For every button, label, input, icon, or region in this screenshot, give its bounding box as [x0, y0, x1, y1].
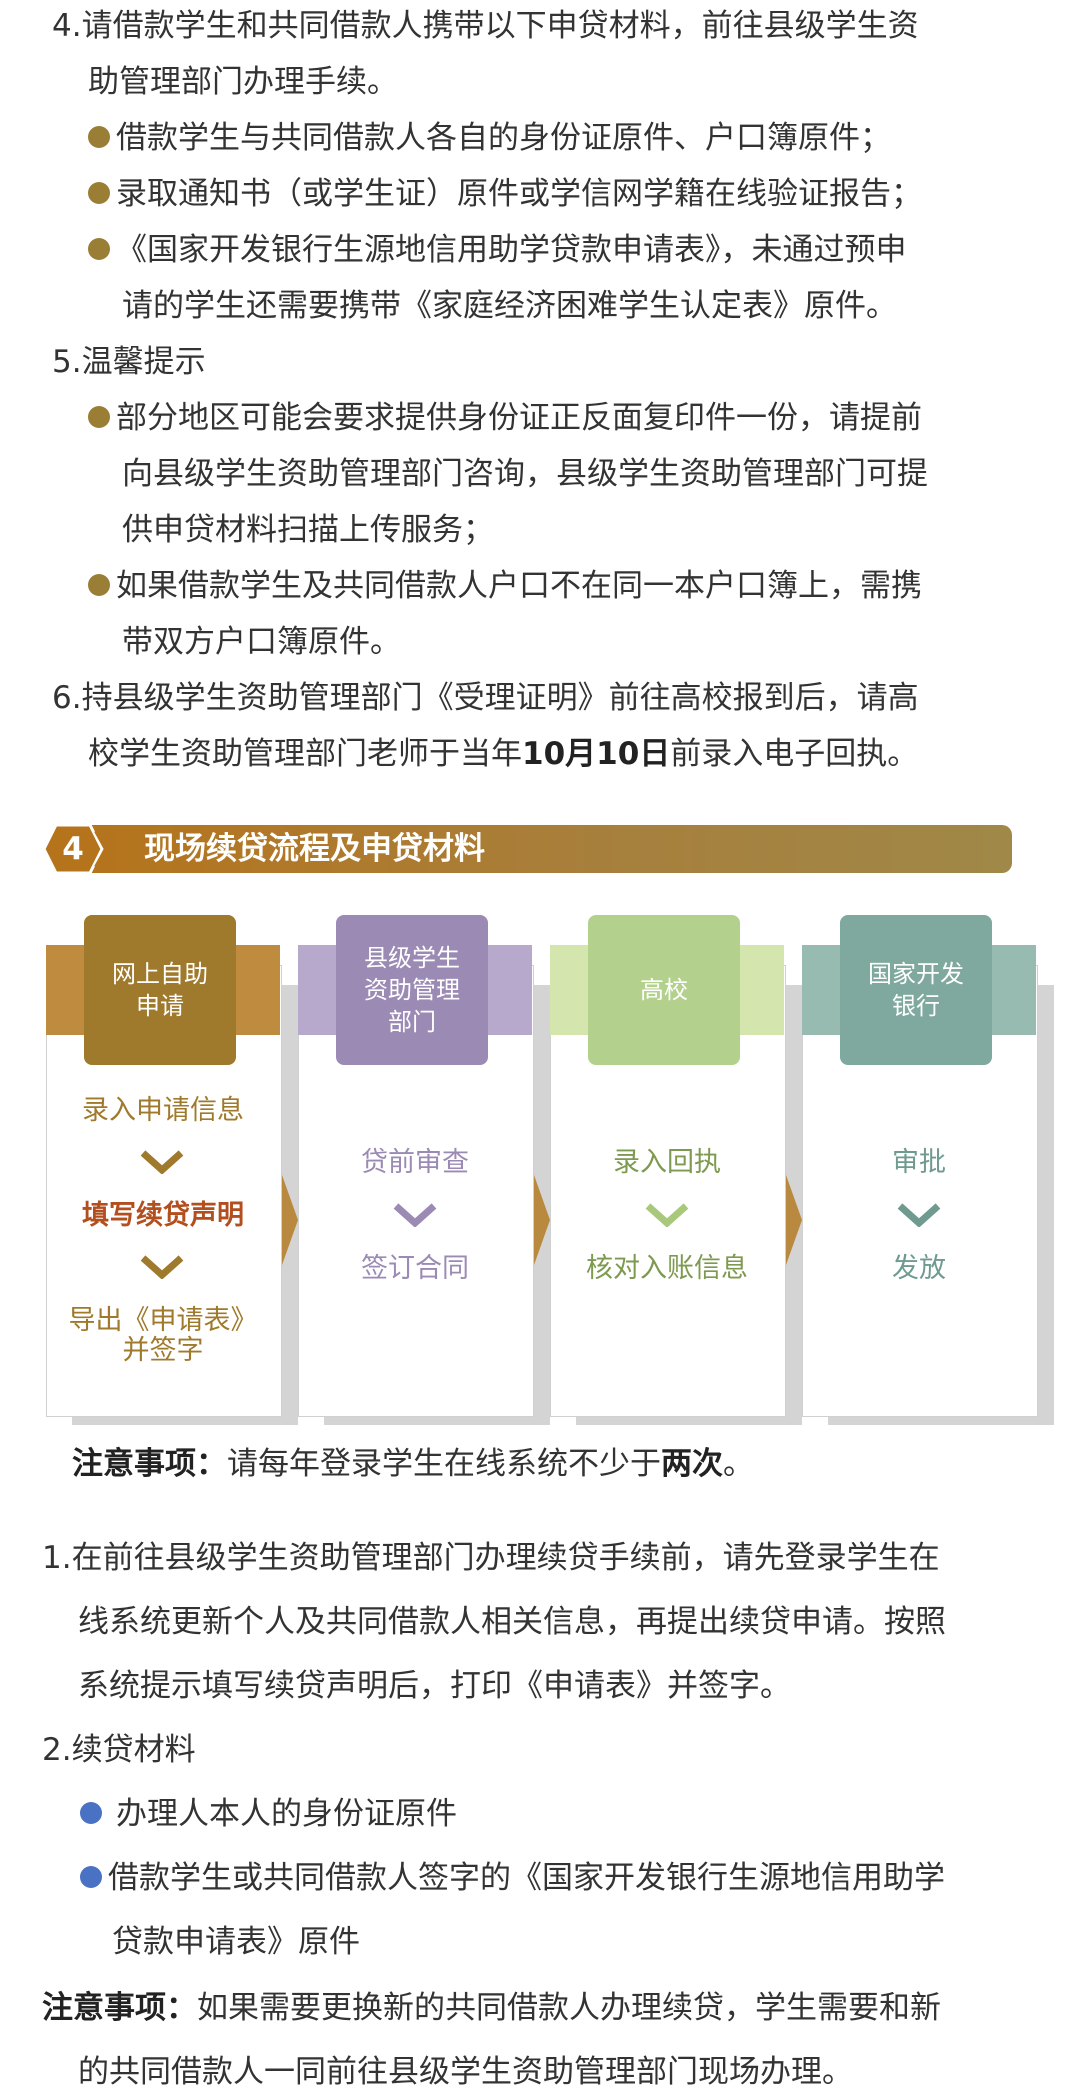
chevron-down-icon — [393, 1203, 437, 1227]
item-4-line1: 4.请借款学生和共同借款人携带以下申贷材料，前往县级学生资 — [52, 8, 919, 44]
flow-step: 录入申请信息 — [82, 1095, 244, 1126]
bullet-item: 录取通知书（或学生证）原件或学信网学籍在线验证报告； — [88, 174, 922, 214]
bullet-dot-icon — [80, 1865, 102, 1888]
chevron-down-icon — [897, 1203, 941, 1227]
note-label: 注意事项： — [42, 1990, 197, 2026]
column-header-bank: 国家开发银行 — [840, 915, 992, 1065]
bullet-item-cont: 贷款申请表》原件 — [112, 1924, 360, 1960]
item-1-line1: 1.在前往县级学生资助管理部门办理续贷手续前，请先登录学生在 — [42, 1540, 940, 1576]
note-2-line2: 的共同借款人一同前往县级学生资助管理部门现场办理。 — [78, 2054, 853, 2090]
bullet-item: 《国家开发银行生源地信用助学贷款申请表》，未通过预申 — [88, 230, 907, 270]
bullet-dot-icon — [88, 181, 110, 204]
item-1-line2: 线系统更新个人及共同借款人相关信息，再提出续贷申请。按照 — [78, 1604, 946, 1640]
item-2-heading: 2.续贷材料 — [42, 1732, 196, 1768]
flow-step: 签订合同 — [361, 1253, 469, 1284]
section-banner: 4 现场续贷流程及申贷材料 — [44, 825, 1012, 873]
flow-step: 导出《申请表》 — [68, 1305, 258, 1336]
bullet-dot-icon — [88, 573, 110, 596]
bullet-item: 办理人本人的身份证原件 — [80, 1794, 457, 1834]
item-6-line2: 校学生资助管理部门老师于当年10月10日前录入电子回执。 — [88, 736, 919, 772]
item-6-line1: 6.持县级学生资助管理部门《受理证明》前往高校报到后，请高 — [52, 680, 919, 716]
arrow-right-icon — [534, 1175, 550, 1265]
item-1-line3: 系统提示填写续贷声明后，打印《申请表》并签字。 — [78, 1668, 791, 1704]
bullet-item: 部分地区可能会要求提供身份证正反面复印件一份，请提前 — [88, 398, 922, 438]
emphasis: 两次 — [661, 1446, 723, 1482]
note-label: 注意事项： — [72, 1446, 227, 1482]
flow-step-highlight: 填写续贷声明 — [82, 1200, 244, 1231]
bullet-item: 借款学生与共同借款人各自的身份证原件、户口簿原件； — [88, 118, 891, 158]
bullet-item-cont: 供申贷材料扫描上传服务； — [122, 512, 494, 548]
arrow-right-icon — [282, 1175, 298, 1265]
process-flow: 网上自助申请 录入申请信息 填写续贷声明 导出《申请表》 并签字 县级学生资助管… — [0, 905, 1080, 1445]
deadline-date: 10月10日 — [522, 736, 671, 772]
bullet-dot-icon — [88, 405, 110, 428]
bullet-item-cont: 带双方户口簿原件。 — [122, 624, 401, 660]
banner-bar — [84, 825, 1012, 873]
flow-step: 发放 — [892, 1253, 946, 1284]
item-4-line2: 助管理部门办理手续。 — [88, 64, 398, 100]
column-header-university: 高校 — [588, 915, 740, 1065]
banner-title: 现场续贷流程及申贷材料 — [144, 831, 485, 867]
bullet-dot-icon — [80, 1801, 102, 1824]
arrow-right-icon — [786, 1175, 802, 1265]
note-1: 注意事项：请每年登录学生在线系统不少于两次。 — [72, 1446, 754, 1482]
chevron-down-icon — [645, 1203, 689, 1227]
flow-step: 录入回执 — [613, 1147, 721, 1178]
banner-number: 4 — [62, 831, 84, 867]
chevron-down-icon — [140, 1150, 184, 1174]
flow-step: 审批 — [892, 1147, 946, 1178]
bullet-dot-icon — [88, 237, 110, 260]
chevron-down-icon — [140, 1255, 184, 1279]
banner-number-badge — [44, 825, 108, 873]
item-5-heading: 5.温馨提示 — [52, 344, 206, 380]
note-2-line1: 注意事项：如果需要更换新的共同借款人办理续贷，学生需要和新 — [42, 1990, 941, 2026]
bullet-dot-icon — [88, 125, 110, 148]
bullet-item: 如果借款学生及共同借款人户口不在同一本户口簿上，需携 — [88, 566, 922, 606]
flow-step: 并签字 — [122, 1335, 204, 1366]
bullet-item: 借款学生或共同借款人签字的《国家开发银行生源地信用助学 — [80, 1858, 945, 1898]
column-header-online: 网上自助申请 — [84, 915, 236, 1065]
bullet-item-cont: 向县级学生资助管理部门咨询，县级学生资助管理部门可提 — [122, 456, 928, 492]
flow-step: 贷前审查 — [361, 1147, 469, 1178]
flow-step: 核对入账信息 — [586, 1253, 748, 1284]
bullet-item-cont: 请的学生还需要携带《家庭经济困难学生认定表》原件。 — [122, 288, 897, 324]
column-header-county: 县级学生资助管理部门 — [336, 915, 488, 1065]
